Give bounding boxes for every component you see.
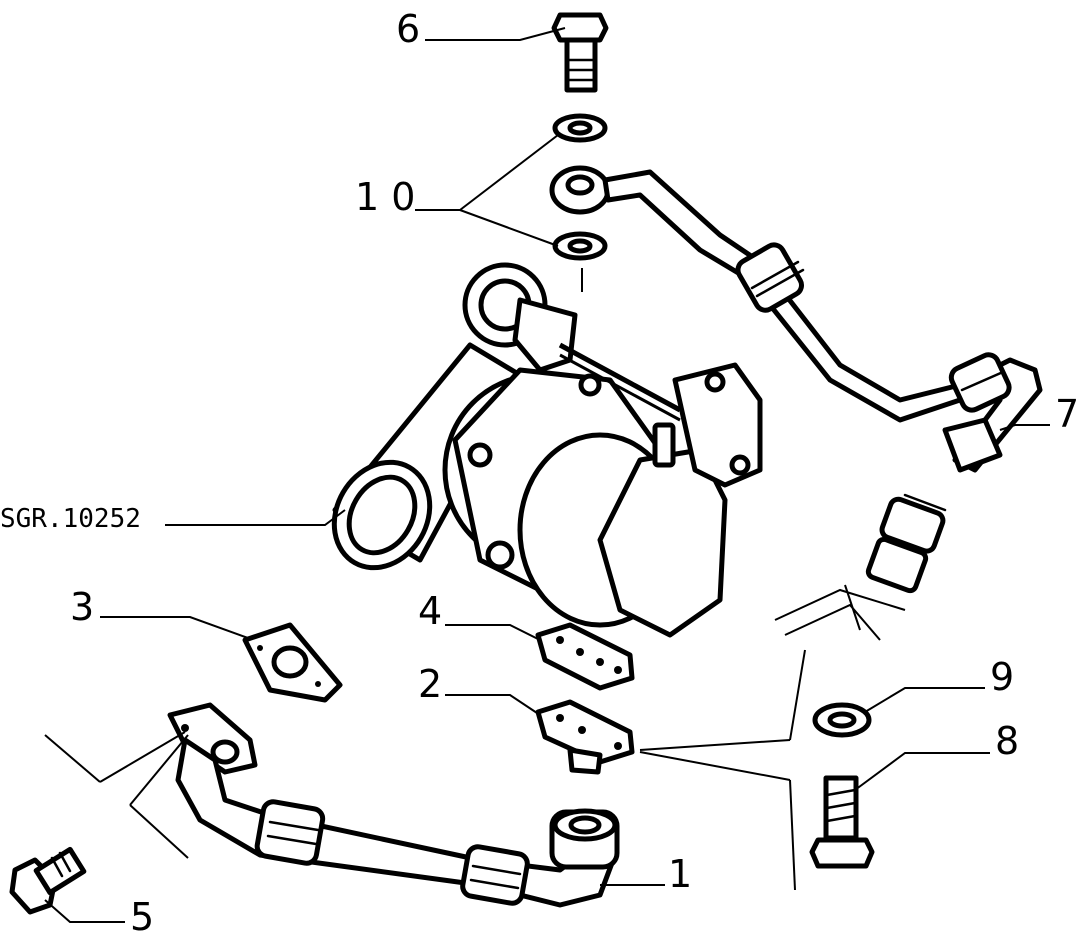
callout-2: 2	[418, 662, 443, 706]
callout-3: 3	[70, 585, 95, 629]
oil-feed-pipe	[549, 165, 1043, 473]
callout-6: 6	[396, 7, 421, 51]
upper-gasket	[535, 622, 635, 691]
inlet-gasket	[242, 622, 343, 703]
drain-bolt	[809, 775, 875, 869]
callout-5: 5	[130, 895, 155, 939]
callout-4: 4	[418, 589, 443, 633]
leader-lines	[44, 27, 1050, 923]
washer	[812, 702, 872, 738]
oil-return-pipe	[167, 702, 620, 908]
callout-8: 8	[995, 719, 1020, 763]
banjo-bolt	[551, 12, 609, 93]
drawing-code: SGR.10252	[0, 504, 141, 534]
callout-7: 7	[1055, 392, 1080, 436]
callout-10: 1 0	[355, 175, 416, 219]
turbocharger	[331, 262, 763, 638]
bolt	[9, 846, 87, 915]
callout-1: 1	[668, 852, 693, 896]
sealing-washers	[552, 113, 608, 292]
oil-fitting	[774, 493, 947, 641]
outlet-gasket	[535, 699, 635, 775]
callout-9: 9	[990, 655, 1015, 699]
